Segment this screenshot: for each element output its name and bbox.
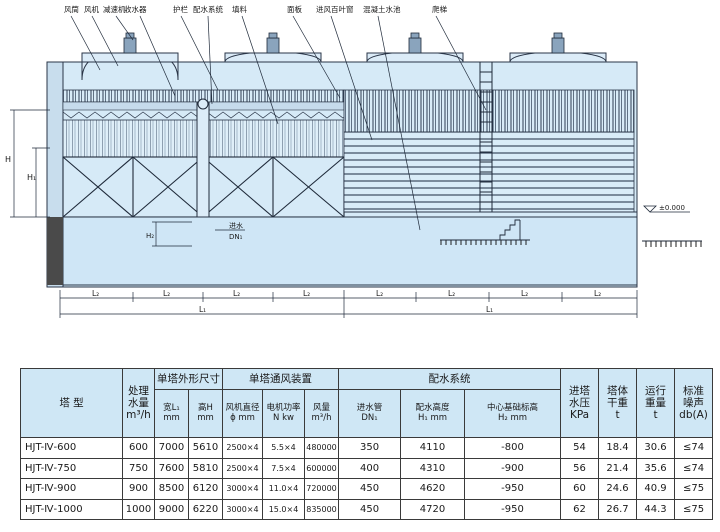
width-labels: L₂ L₂ L₂ L₂ L₂ L₂ L₂ L₂ L₁ L₁ [92, 289, 601, 314]
height-dimensions [10, 109, 245, 247]
svg-text:L₂: L₂ [594, 289, 601, 298]
svg-text:爬梯: 爬梯 [432, 4, 447, 14]
svg-text:L₂: L₂ [376, 289, 383, 298]
svg-text:配水系统: 配水系统 [193, 4, 223, 14]
level-mark: ±0.000 [659, 204, 685, 212]
callout-leaders [70, 15, 487, 231]
svg-text:填料: 填料 [232, 4, 247, 14]
fan-motors [123, 32, 565, 54]
callout-labels: 风筒 风机 减速机 收水器 护栏 配水系统 填料 面板 进风百叶窗 混凝土水池 … [64, 4, 447, 14]
svg-text:L₁: L₁ [486, 305, 493, 314]
inlet-label: 进水 [229, 221, 243, 230]
svg-text:L₂: L₂ [303, 289, 310, 298]
svg-text:收水器: 收水器 [124, 4, 147, 14]
svg-text:L₂: L₂ [233, 289, 240, 298]
svg-text:风筒: 风筒 [64, 4, 79, 14]
header-water: 配水系统 [338, 367, 562, 391]
header-size: 单塔外形尺寸 [154, 367, 223, 391]
svg-text:风机: 风机 [84, 4, 99, 14]
inlet-dn: DN₁ [229, 233, 243, 241]
svg-text:L₂: L₂ [163, 289, 170, 298]
svg-text:减速机: 减速机 [103, 4, 126, 14]
dim-h: H [5, 155, 11, 164]
header-model: 塔 型 [20, 367, 123, 439]
dim-h1: H₁ [27, 173, 36, 182]
svg-text:L₂: L₂ [521, 289, 528, 298]
cooling-tower-elevation-drawing: ±0.000 风筒 风机 减速机 收水器 护栏 配水系统 填料 面板 进风百叶窗… [5, 4, 702, 318]
dim-h2: H₂ [146, 232, 154, 240]
svg-text:L₂: L₂ [448, 289, 455, 298]
svg-text:护栏: 护栏 [173, 4, 188, 14]
ladder [479, 62, 493, 212]
svg-text:进风百叶窗: 进风百叶窗 [316, 4, 354, 14]
svg-text:L₁: L₁ [199, 305, 206, 314]
svg-text:L₂: L₂ [92, 289, 99, 298]
svg-text:混凝土水池: 混凝土水池 [363, 4, 401, 14]
svg-text:面板: 面板 [287, 4, 302, 14]
concrete-basin [62, 216, 638, 286]
width-dimensions [59, 290, 638, 318]
header-fan: 单塔通风装置 [221, 367, 340, 391]
